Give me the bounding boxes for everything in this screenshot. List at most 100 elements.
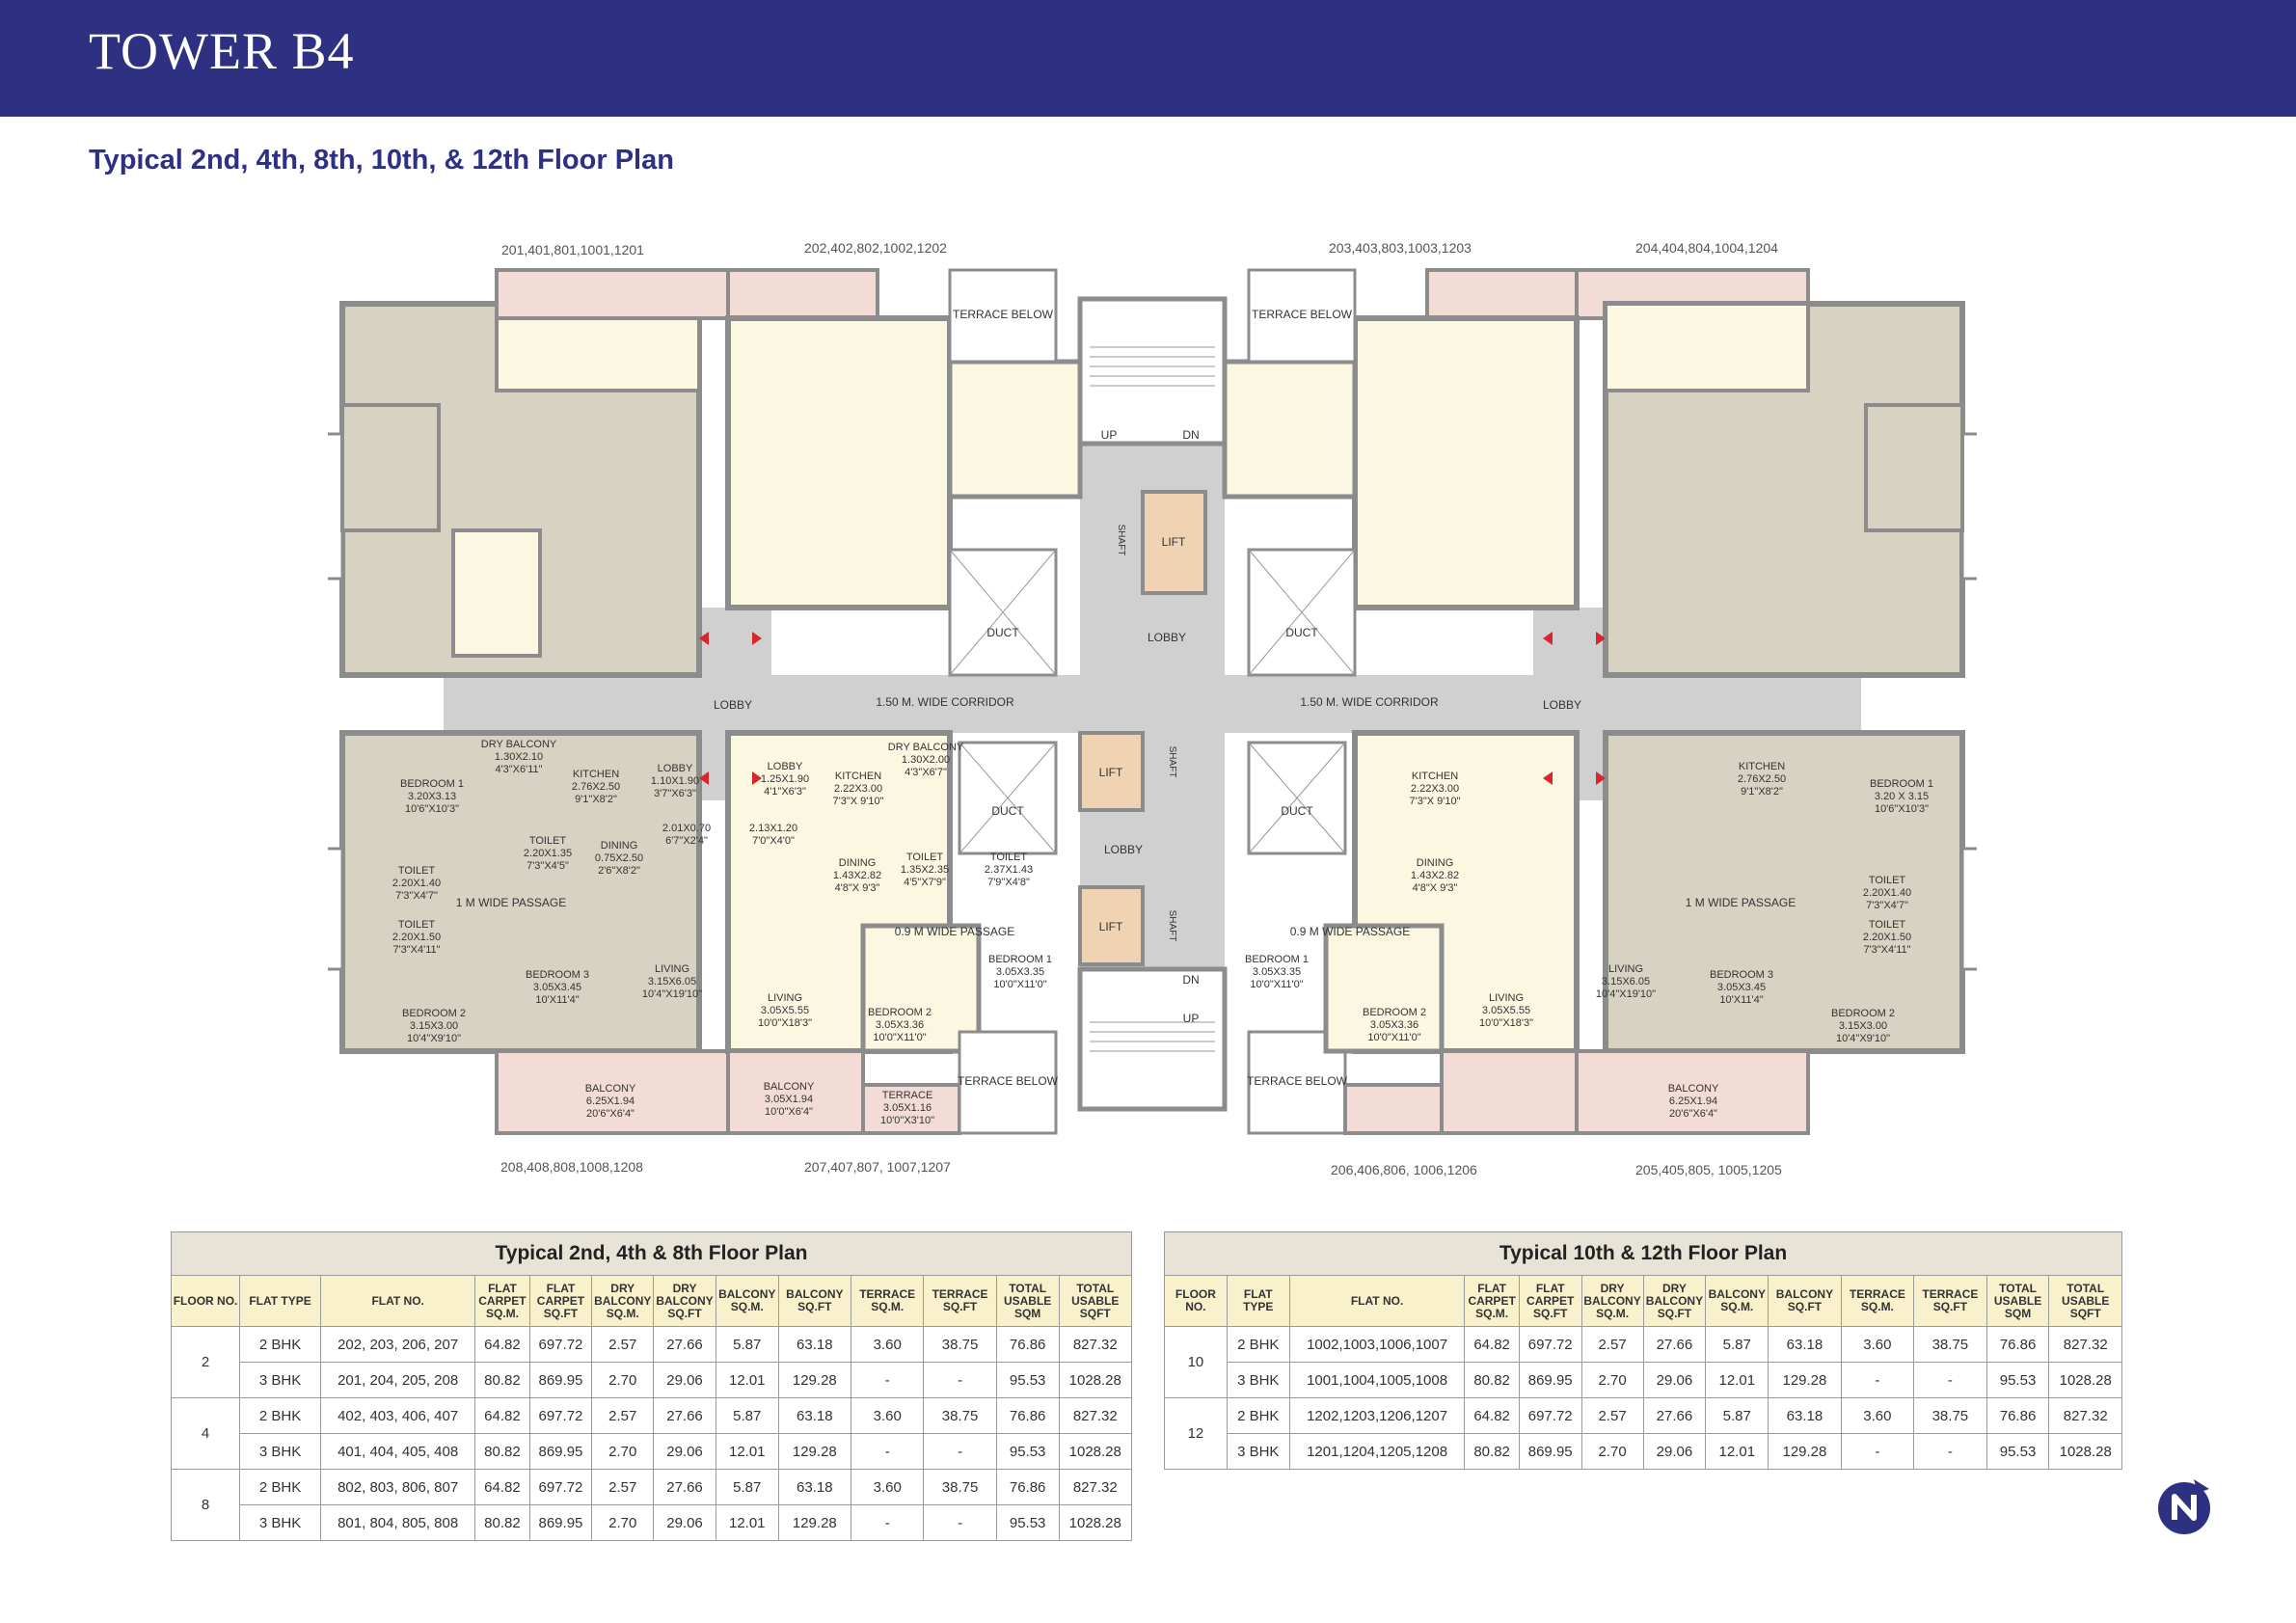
table-cell: 1201,1204,1205,1208 [1288, 1433, 1466, 1470]
table-cell: 29.06 [653, 1362, 716, 1398]
table-header-cell: TOTAL USABLE SQM [1985, 1275, 2050, 1327]
lobby-label-core-bottom: LOBBY [1104, 843, 1143, 856]
table-header-cell: DRY BALCONY SQ.FT [1642, 1275, 1707, 1327]
table-cell: 5.87 [715, 1469, 779, 1505]
table-cell: 3 BHK [1226, 1362, 1290, 1398]
balcony-bottom-4 [1575, 1049, 1810, 1135]
table-cell: 697.72 [1518, 1397, 1582, 1434]
svg-text:2.13X1.207'0"X4'0": 2.13X1.207'0"X4'0" [749, 823, 797, 847]
table2-caption: Typical 10th & 12th Floor Plan [1164, 1231, 2122, 1276]
table-header-cell: DRY BALCONY SQ.M. [591, 1275, 655, 1327]
table-cell: 1028.28 [1058, 1362, 1133, 1398]
table-cell: 64.82 [474, 1326, 530, 1363]
passage-09-label-left: 0.9 M WIDE PASSAGE [895, 925, 1014, 938]
terrace-below-label-1: TERRACE BELOW [953, 308, 1054, 321]
table-header-cell: TOTAL USABLE SQFT [1058, 1275, 1133, 1327]
table-cell: 827.32 [1058, 1469, 1133, 1505]
table-cell: 1002,1003,1006,1007 [1288, 1326, 1466, 1363]
shaft-label-3: SHAFT [1167, 910, 1177, 942]
table-cell: - [923, 1433, 997, 1470]
lift-label-3: LIFT [1099, 920, 1123, 933]
table-cell: - [1913, 1433, 1987, 1470]
stair-up-label: UP [1101, 428, 1118, 442]
lift-label-1: LIFT [1162, 535, 1186, 549]
unit-label-top-1: 201,401,801,1001,1201 [501, 242, 644, 257]
floor-plan-drawing: TERRACE BELOW TERRACE BELOW TERRACE BELO… [328, 260, 1977, 1148]
table-cell: 3 BHK [1226, 1433, 1290, 1470]
room-balcony-left: BALCONY [585, 1083, 636, 1095]
table-cell: 12.01 [715, 1504, 779, 1541]
room-toilet-left-2: TOILET [398, 865, 436, 877]
stair-bottom [1077, 966, 1228, 1112]
table-cell: 2.57 [591, 1397, 655, 1434]
shaft-label-1: SHAFT [1116, 525, 1126, 556]
corridor-label-right: 1.50 M. WIDE CORRIDOR [1300, 695, 1439, 709]
table-cell: 63.18 [777, 1326, 852, 1363]
table-cell: 29.06 [653, 1433, 716, 1470]
room-living-cr: LIVING [1489, 992, 1524, 1004]
passage-label-right: 1 M WIDE PASSAGE [1686, 896, 1796, 909]
table-cell: 697.72 [1518, 1326, 1582, 1363]
room-toilet-cl-2: TOILET [990, 852, 1028, 863]
table-header-cell: DRY BALCONY SQ.FT [653, 1275, 716, 1327]
floor-number-cell: 12 [1164, 1397, 1228, 1470]
floor-number-cell: 10 [1164, 1326, 1228, 1398]
room-kitchen-cr: KITCHEN [1412, 771, 1458, 782]
room-living-right: LIVING [1608, 963, 1643, 975]
terrace-below-label-4: TERRACE BELOW [1247, 1074, 1348, 1088]
table-cell: 27.66 [653, 1397, 716, 1434]
stair-dn-label-bottom: DN [1182, 973, 1199, 987]
table-cell: - [1840, 1362, 1915, 1398]
table-cell: 697.72 [528, 1469, 593, 1505]
table-cell: 2.57 [1580, 1397, 1644, 1434]
area-table-2-4-8: Typical 2nd, 4th & 8th Floor Plan FLOOR … [170, 1231, 1133, 1541]
table-cell: 697.72 [528, 1397, 593, 1434]
table-header-cell: BALCONY SQ.M. [715, 1275, 779, 1327]
table-cell: - [923, 1504, 997, 1541]
table-cell: 869.95 [528, 1433, 593, 1470]
table-cell: 76.86 [1985, 1326, 2050, 1363]
table-cell: 129.28 [777, 1504, 852, 1541]
table-cell: 2.70 [1580, 1433, 1644, 1470]
stair-up-label-bottom: UP [1183, 1012, 1200, 1025]
table-cell: 3 BHK [239, 1433, 321, 1470]
table-cell: 27.66 [1642, 1326, 1707, 1363]
unit-label-bottom-4: 205,405,805, 1005,1205 [1635, 1162, 1782, 1177]
lobby-label-core-top: LOBBY [1148, 631, 1186, 644]
table-cell: 5.87 [1705, 1397, 1769, 1434]
balcony-bottom-1 [495, 1049, 730, 1135]
unit-label-bottom-3: 206,406,806, 1006,1206 [1331, 1162, 1477, 1177]
table-cell: 3.60 [1840, 1326, 1915, 1363]
room-bedroom2-right: BEDROOM 2 [1831, 1008, 1895, 1019]
table-cell: 29.06 [653, 1504, 716, 1541]
table-cell: 29.06 [1642, 1362, 1707, 1398]
lift-top [1141, 490, 1207, 595]
table-cell: 1028.28 [1058, 1433, 1133, 1470]
room-dining-left: DINING [601, 840, 638, 852]
table-cell: 1202,1203,1206,1207 [1288, 1397, 1466, 1434]
lobby-label-right: LOBBY [1543, 698, 1581, 712]
table-cell: 1001,1004,1005,1008 [1288, 1362, 1466, 1398]
table-cell: 2.70 [1580, 1362, 1644, 1398]
table-cell: - [1840, 1433, 1915, 1470]
room-dining-cr: DINING [1417, 857, 1454, 869]
room-drybalcony-cl: DRY BALCONY [888, 742, 964, 753]
room-balcony-cl: BALCONY [764, 1081, 815, 1093]
table-header-cell: FLAT CARPET SQ.M. [1464, 1275, 1520, 1327]
table-cell: 76.86 [995, 1469, 1060, 1505]
table-cell: 95.53 [995, 1504, 1060, 1541]
svg-text:2.01X0.706'7"X2'4": 2.01X0.706'7"X2'4" [662, 823, 711, 847]
